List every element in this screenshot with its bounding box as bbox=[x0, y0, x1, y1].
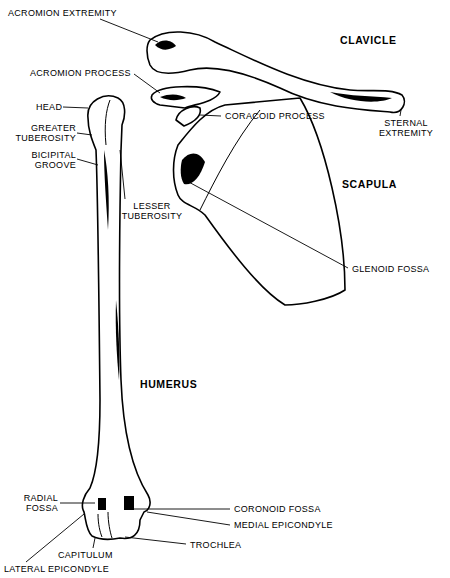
part-label: CORACOID PROCESS bbox=[225, 111, 325, 121]
part-label: ACROMION PROCESS bbox=[30, 68, 131, 78]
part-label: CAPITULUM bbox=[58, 550, 113, 560]
part-label: BICIPITAL GROOVE bbox=[12, 150, 76, 170]
part-label: SCAPULA bbox=[342, 178, 397, 190]
acromion-process-shape bbox=[151, 87, 220, 108]
part-label: ACROMION EXTREMITY bbox=[8, 8, 117, 18]
part-label: CLAVICLE bbox=[340, 34, 397, 46]
part-label: HEAD bbox=[36, 102, 62, 112]
leader-lines bbox=[26, 19, 401, 562]
part-label: STERNAL EXTREMITY bbox=[370, 118, 442, 138]
humerus-bone bbox=[82, 96, 150, 539]
part-label: CORONOID FOSSA bbox=[234, 504, 321, 514]
coracoid-process-shape bbox=[176, 107, 200, 126]
part-label: LESSER TUBEROSITY bbox=[120, 201, 184, 221]
part-label: GREATER TUBEROSITY bbox=[12, 123, 76, 143]
part-label: HUMERUS bbox=[140, 378, 197, 390]
part-label: GLENOID FOSSA bbox=[352, 264, 429, 274]
part-label: TROCHLEA bbox=[190, 540, 241, 550]
bone-contours bbox=[98, 100, 260, 538]
bone-shading bbox=[98, 41, 392, 510]
scapula-bone bbox=[174, 98, 346, 305]
part-label: LATERAL EPICONDYLE bbox=[4, 564, 109, 574]
part-label: MEDIAL EPICONDYLE bbox=[234, 520, 333, 530]
part-label: RADIAL FOSSA bbox=[12, 493, 58, 513]
